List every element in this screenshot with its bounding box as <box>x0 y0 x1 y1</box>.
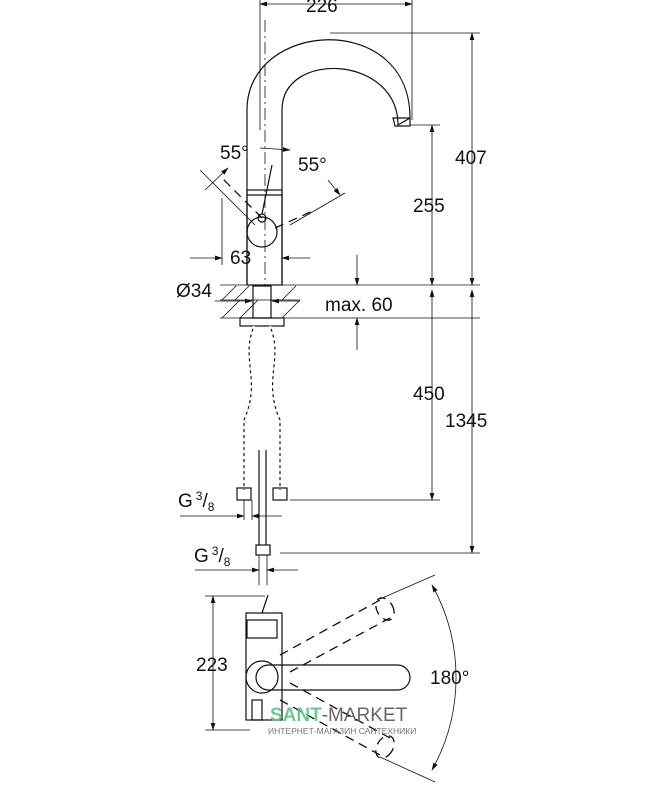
angle-right-label: 55° <box>298 155 327 176</box>
watermark-tagline: ИНТЕРНЕТ-МАГАЗИН САНТЕХНИКИ <box>268 726 416 736</box>
dimension-226: 226 <box>259 0 413 130</box>
hoses <box>180 325 480 585</box>
dim-223-label: 223 <box>196 655 228 676</box>
vertical-dimensions <box>330 32 480 554</box>
countertop-max-label: max. 60 <box>325 295 393 316</box>
watermark-brand: SANT-MARKET <box>270 705 408 726</box>
hole-diameter-label: Ø34 <box>176 281 212 302</box>
dim-226-label: 226 <box>306 0 338 17</box>
watermark-logo: SANT-MARKET ИНТЕРНЕТ-МАГАЗИН САНТЕХНИКИ <box>268 705 416 736</box>
dim-407-label: 407 <box>455 148 487 169</box>
faucet-top-view <box>205 574 457 783</box>
dim-450-label: 450 <box>413 384 445 405</box>
swivel-angle-label: 180° <box>430 668 469 689</box>
dim-1345-label: 1345 <box>445 411 487 432</box>
faucet-side-view <box>190 20 411 286</box>
angle-left-label: 55° <box>220 143 249 164</box>
countertop-section <box>215 255 480 350</box>
dim-63-label: 63 <box>230 248 251 269</box>
dim-255-label: 255 <box>413 196 445 217</box>
